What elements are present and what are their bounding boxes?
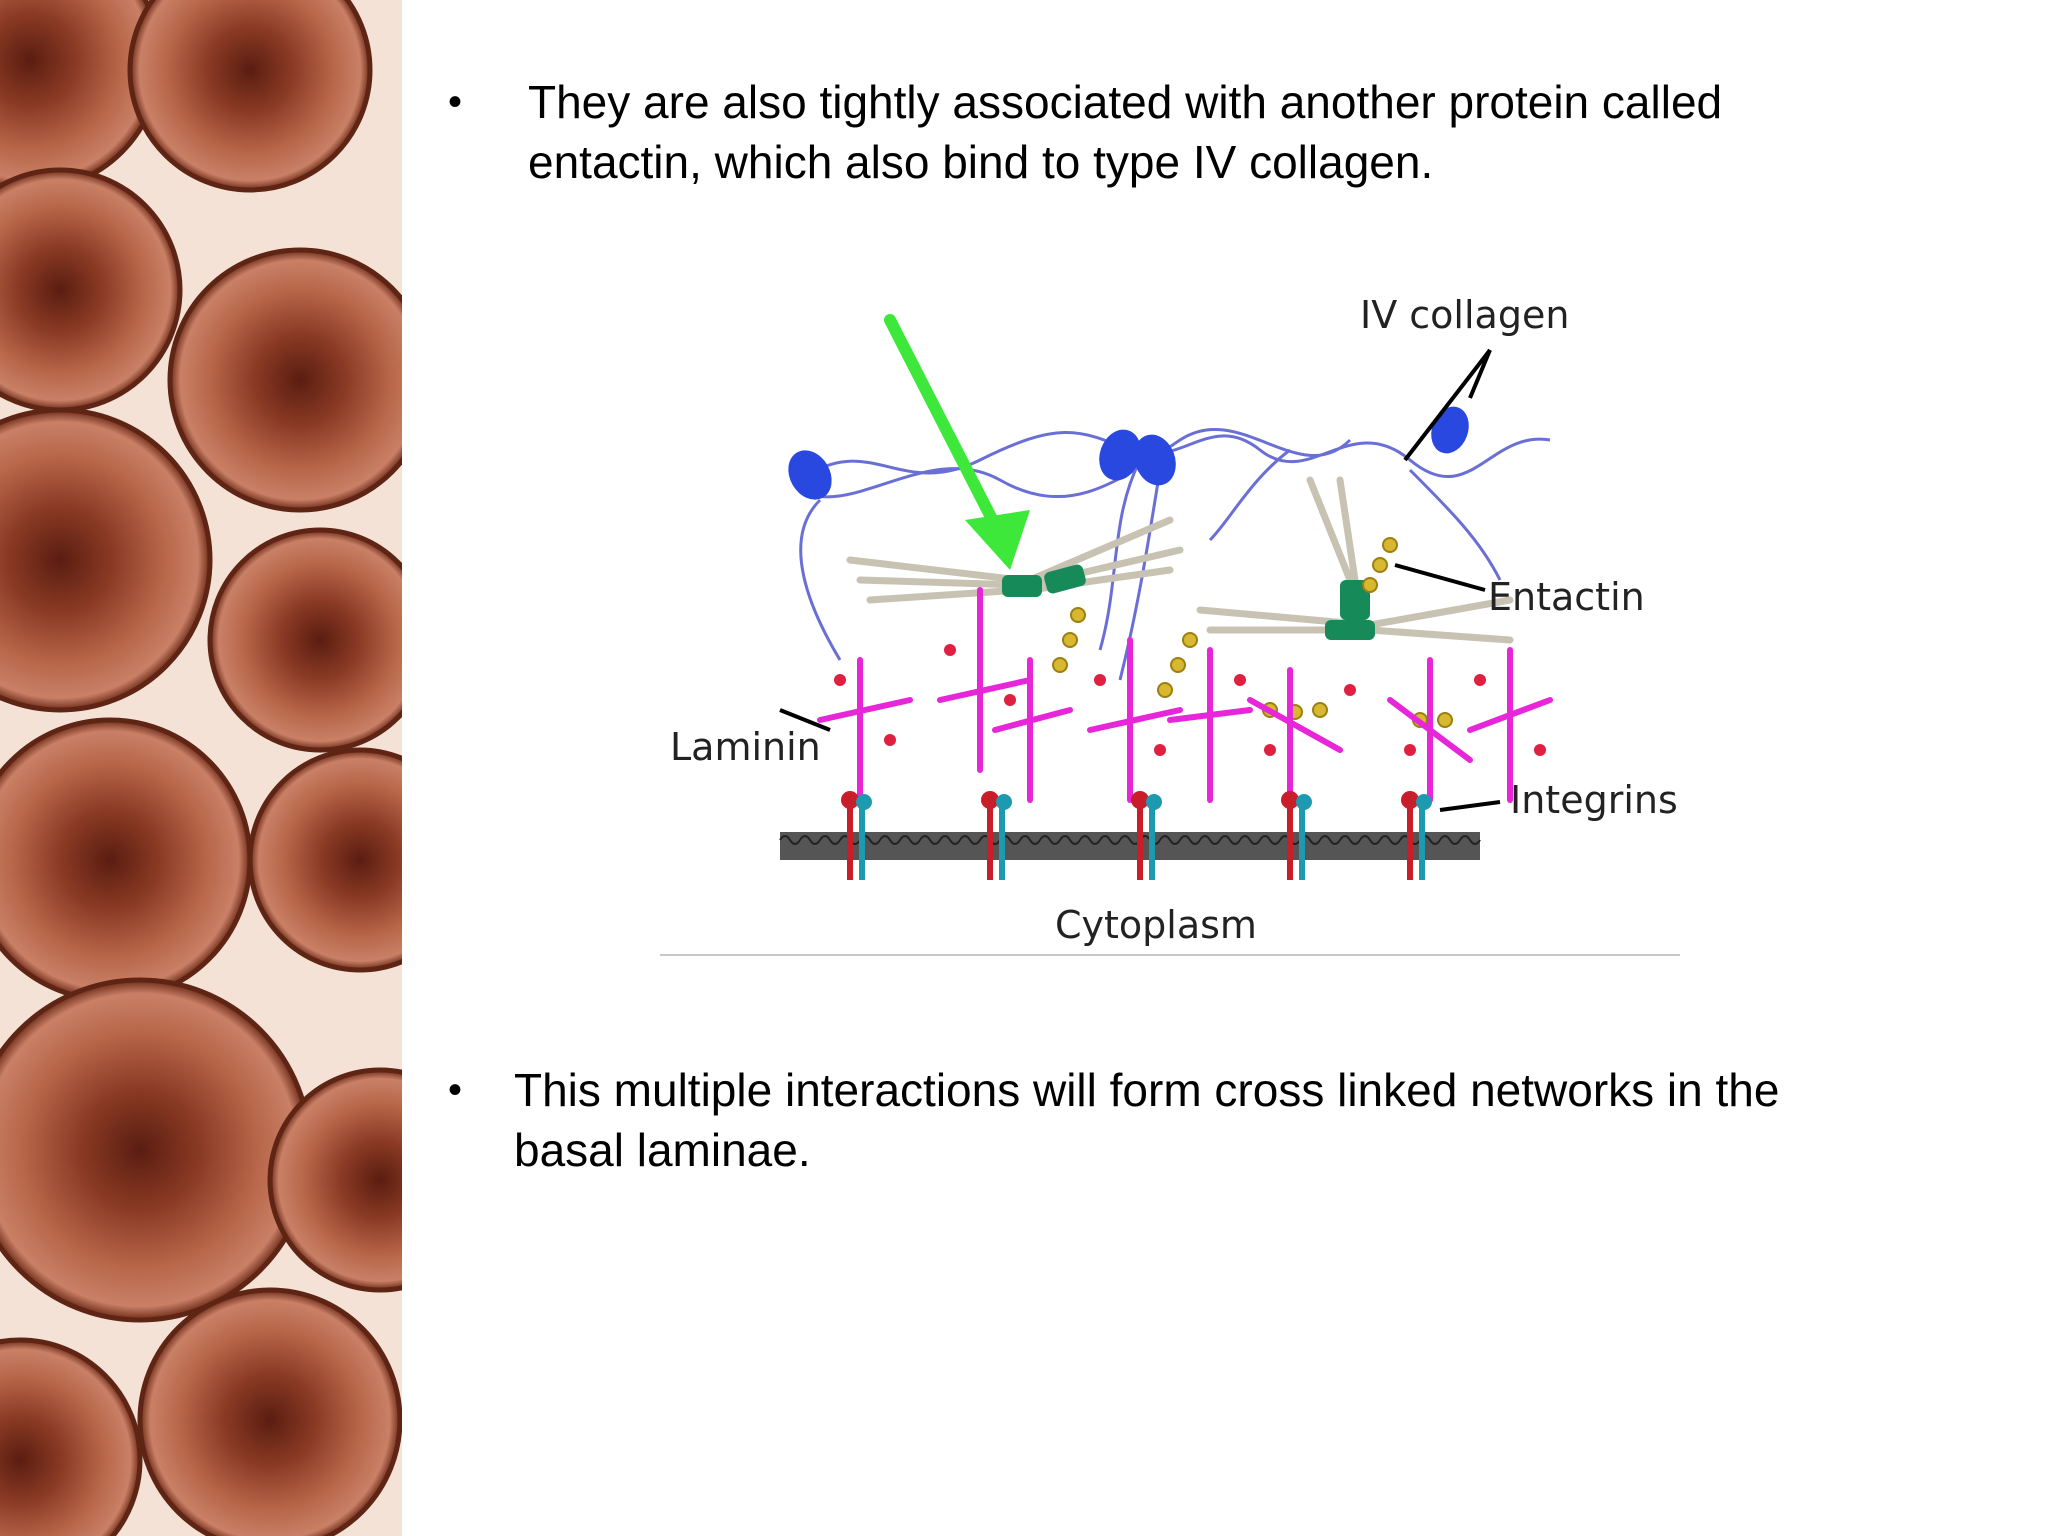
collagen-heads [788,406,1469,500]
bullet-marker: • [448,1068,463,1112]
green-arrow-icon [884,314,1030,570]
bullet-item: • They are also tightly associated with … [448,72,1968,192]
bullet-text: They are also tightly associated with an… [528,76,1723,188]
label-entactin: Entactin [1488,575,1645,619]
bullet-item: • This multiple interactions will form c… [448,1060,1968,1180]
basal-lamina-diagram: IV collagen Entactin Laminin Integrins C… [660,293,1680,956]
label-laminin: Laminin [670,725,821,769]
side-cell-image [0,0,402,1536]
integrin-receptors [841,791,1432,880]
bullet-text: This multiple interactions will form cro… [514,1064,1780,1176]
label-integrins: Integrins [1510,778,1678,822]
label-cytoplasm: Cytoplasm [1055,903,1257,947]
red-blood-cells-image [0,0,402,1536]
laminin-arms [846,476,1514,644]
entactin-clusters [1002,564,1375,640]
collagen-strands [799,427,1551,681]
laminin-molecules [817,587,1553,803]
leader-lines [779,348,1501,812]
cell-membrane [779,832,1481,860]
laminin-dots [834,644,1546,756]
label-iv-collagen: IV collagen [1360,293,1569,337]
bullet-marker: • [448,80,463,124]
